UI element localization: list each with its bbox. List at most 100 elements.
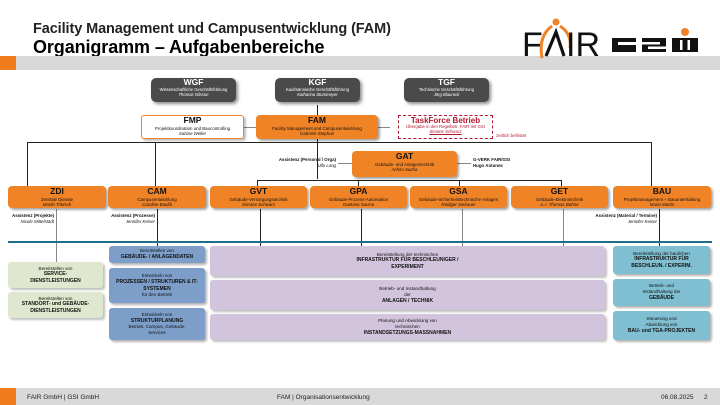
connector-zdi-down: [56, 209, 57, 262]
org-head: Katharina Stummeyer: [297, 91, 338, 97]
org-box-taskforce[interactable]: TaskForce Betrieb Übergabe in den Regelb…: [398, 115, 493, 139]
org-box-bau[interactable]: BAU Projektmanagement + Bauunterhaltung …: [613, 186, 711, 208]
connector-zdi-up: [27, 142, 28, 186]
org-description: Projektmanagement + Bauunterhaltung: [623, 196, 701, 202]
task-pre: Bereitstellung der technischen: [376, 251, 439, 257]
connector-gvt-up: [257, 180, 258, 186]
org-box-kgf[interactable]: KGF Kaufmännische Geschäftsführung Katha…: [275, 77, 360, 102]
slide-title: Facility Management und Campusentwicklun…: [33, 21, 391, 37]
org-description: Technische Geschäftsführung: [418, 86, 475, 92]
task-tech-instandsetzung[interactable]: Planung und Abwicklung von technischen I…: [210, 314, 605, 340]
task-bau-gebaeude[interactable]: Betrieb- und Instandhaltung der GEBÄUDE: [613, 279, 710, 306]
footer-center: FAM | Organisationsentwicklung: [277, 394, 370, 401]
org-box-gvt[interactable]: GVT Gebäude-Versorgungstechnik Simone Sc…: [210, 186, 307, 208]
org-box-fam[interactable]: FAM Facility Management und Campusentwic…: [256, 115, 378, 139]
org-box-cam[interactable]: CAM Campusentwicklung Caroline Bauldi: [108, 186, 206, 208]
connector-fam-horizontal: [27, 142, 651, 143]
task-pre: Entwickeln von: [141, 273, 173, 279]
connector-bau-up: [651, 142, 652, 186]
connector-gvt-down: [260, 209, 261, 247]
org-abbr: WGF: [183, 77, 204, 87]
org-description: Gebäude- und Anlagentechnik: [374, 161, 435, 167]
gat-verk-note: G-VERK FAIR/GSI Hugo Antunes: [473, 157, 510, 168]
org-head: Simone Schwarz: [242, 201, 275, 207]
assistant-name: Ulla Lang: [317, 162, 336, 168]
task-bold: INFRASTRUKTUR FÜR BESCHLEUNIGER / EXPERI…: [356, 257, 459, 270]
task-pre: Bereitstellen von: [140, 248, 174, 254]
org-box-wgf[interactable]: WGF Wissenschaftliche Geschäftsführung T…: [151, 77, 236, 102]
task-cam-strukturplanung[interactable]: Entwickeln von STRUKTURPLANUNG Betrieb, …: [109, 308, 205, 340]
task-pre: Betrieb- und Instandhaltung der: [642, 283, 681, 295]
org-head: Gabriele Stephan: [299, 130, 335, 136]
org-description: Kaufmännische Geschäftsführung: [285, 86, 350, 92]
org-abbr: TaskForce Betrieb: [410, 116, 481, 125]
org-abbr: ZDI: [50, 186, 64, 196]
org-description: Projektkoordination und Baucontrolling: [154, 125, 231, 131]
verk-name: Hugo Antunes: [473, 162, 503, 168]
org-box-get[interactable]: GET Gebäude-Elektrotechnik a. i. Thomas …: [511, 186, 608, 208]
org-head: Gaetano Savino: [342, 201, 375, 207]
connector-get-up: [561, 180, 562, 186]
connector-cam-up: [155, 142, 156, 186]
task-tech-infrastruktur[interactable]: Bereitstellung der technischen INFRASTRU…: [210, 246, 605, 276]
connector-cam-down: [157, 209, 158, 247]
org-box-zdi[interactable]: ZDI Zentrale Dienste Martin Tribisch: [8, 186, 106, 208]
org-abbr: BAU: [652, 186, 672, 196]
task-tech-anlagen[interactable]: Betrieb- und Instandhaltung der ANLAGEN …: [210, 280, 605, 310]
header-bar: [16, 56, 720, 70]
org-box-tgf[interactable]: TGF Technische Geschäftsführung Jörg Bla…: [404, 77, 489, 102]
assistant-zdi: Assistenz (Projekte) Nicole Mittelstädt: [2, 213, 54, 224]
task-pre: Entwickeln von: [141, 311, 173, 317]
task-bold: PROZESSEN / STRUKTUREN & IT-SYSTEMEN: [116, 279, 198, 292]
org-abbr: GPA: [349, 186, 368, 196]
org-head: Sabine Weller: [178, 130, 207, 136]
task-pre: Bereitstellen von: [38, 265, 73, 271]
task-bau-projekte[interactable]: Steuerung und Abwicklung von BAU- und TG…: [613, 311, 710, 340]
task-bold: BAU- und TGA-PROJEKTEN: [627, 328, 696, 335]
org-abbr: GAT: [395, 151, 414, 161]
task-bold: INSTANDSETZUNGS-MASSNAHMEN: [363, 329, 452, 336]
assistant-name: Jennifer Keiser: [125, 218, 155, 224]
svg-text:F: F: [522, 26, 542, 64]
assistant-title: Assistenz (Material / Termine): [595, 213, 657, 218]
org-head: Caroline Bauldi: [142, 201, 172, 207]
svg-text:IR: IR: [566, 26, 600, 64]
task-zdi-service[interactable]: Bereitstellen von SERVICE-DIENSTLEISTUNG…: [8, 262, 103, 288]
org-box-fmp[interactable]: FMP Projektkoordination und Baucontrolli…: [141, 115, 244, 139]
verk-title: G-VERK FAIR/GSI: [473, 157, 511, 162]
connector-fam-taskforce: [378, 127, 390, 128]
gat-assistant-note: Assistenz (Personal / Orga) Ulla Lang: [268, 157, 336, 168]
org-description: Zentrale Dienste: [40, 196, 74, 202]
org-head: Achim Sucha: [391, 166, 418, 172]
task-bau-infrastruktur[interactable]: Bereitstellung der baulichen INFRASTRUKT…: [613, 246, 710, 274]
task-cam-prozesse[interactable]: Entwickeln von PROZESSEN / STRUKTUREN & …: [109, 268, 205, 303]
connector-gpa-up: [358, 180, 359, 186]
org-box-gat[interactable]: GAT Gebäude- und Anlagentechnik Achim Su…: [352, 151, 457, 177]
org-abbr: GVT: [249, 186, 268, 196]
org-head: Rüdiger Siebauer: [441, 201, 476, 207]
task-pre: Bereitstellen von: [38, 295, 73, 301]
footer-date: 06.08.2025: [661, 394, 694, 401]
task-bold: GEBÄUDE: [648, 295, 674, 302]
assistant-cam: Assistenz (Prozesse) Jennifer Keiser: [100, 213, 155, 224]
org-head: Thomas Nilsson: [178, 91, 209, 97]
org-abbr: TGF: [438, 77, 455, 87]
connector-fam-down: [317, 139, 318, 179]
fair-logo: F IR: [522, 18, 600, 64]
org-head: Simone Schwarz: [429, 129, 462, 135]
connector-gsa-up: [459, 180, 460, 186]
footer-accent-bar: [0, 388, 16, 405]
org-box-gpa[interactable]: GPA Gebäude-Prozess-Automation Gaetano S…: [310, 186, 407, 208]
task-bold: ANLAGEN / TECHNIK: [381, 297, 434, 304]
assistant-bau: Assistenz (Material / Termine) Jennifer …: [580, 213, 657, 224]
header-accent-bar: [0, 56, 16, 70]
task-zdi-standort[interactable]: Bereitstellen von STANDORT- und GEBÄUDE-…: [8, 292, 103, 318]
org-box-gsa[interactable]: GSA Gebäude-Sicherheitstechnische Anlage…: [410, 186, 507, 208]
task-cam-daten[interactable]: Bereitstellen von GEBÄUDE- / ANLAGENDATE…: [109, 246, 205, 263]
gsi-logo: [612, 28, 698, 52]
assistant-name: Nicole Mittelstädt: [20, 218, 54, 224]
org-abbr: GSA: [449, 186, 468, 196]
org-description: Gebäude-Elektrotechnik: [535, 196, 584, 202]
connector-gpa-down: [361, 209, 362, 247]
footer-bar: [16, 388, 720, 405]
